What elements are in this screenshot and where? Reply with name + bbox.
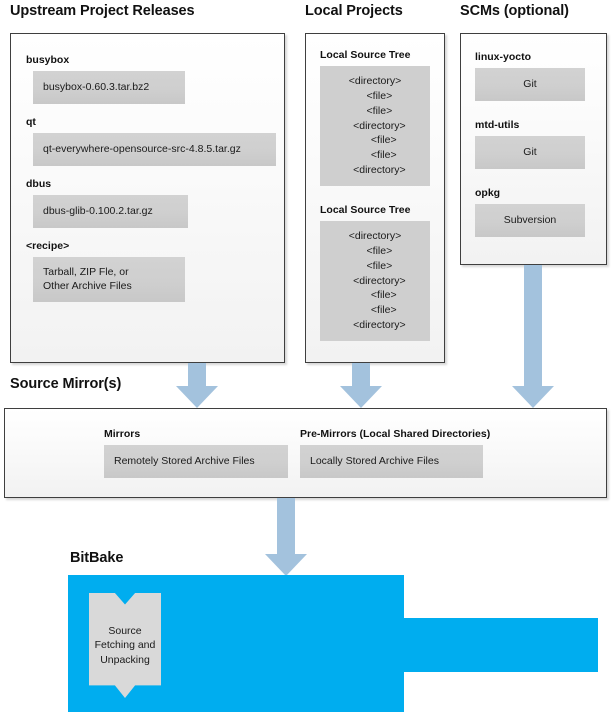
entry-value-busybox: busybox-0.60.3.tar.bz2 bbox=[33, 71, 185, 104]
tree-line: <file> bbox=[353, 134, 397, 147]
tree-line: <directory> bbox=[348, 74, 402, 87]
tree-line: <directory> bbox=[348, 229, 402, 242]
tree-line: <file> bbox=[353, 304, 397, 317]
section-title-source-mirrors: Source Mirror(s) bbox=[10, 376, 122, 392]
tree-line: <directory> bbox=[344, 119, 406, 132]
tree-line: <directory> bbox=[344, 274, 406, 287]
panel-source-mirrors: Mirrors Remotely Stored Archive Files Pr… bbox=[4, 408, 607, 498]
entry-label-dbus: dbus bbox=[26, 178, 52, 190]
arrow-scms-to-mirrors bbox=[512, 265, 554, 408]
panel-upstream-project-releases: busybox busybox-0.60.3.tar.bz2 qt qt-eve… bbox=[10, 33, 285, 363]
arrow-local-to-mirrors bbox=[340, 363, 382, 408]
section-title-bitbake: BitBake bbox=[70, 550, 124, 566]
entry-value-opkg: Subversion bbox=[475, 204, 585, 237]
task-source-fetching-and-unpacking: Source Fetching and Unpacking bbox=[89, 593, 161, 698]
panel-scms: linux-yocto Git mtd-utils Git opkg Subve… bbox=[460, 33, 607, 265]
entry-value-mirrors: Remotely Stored Archive Files bbox=[104, 445, 288, 478]
entry-label-busybox: busybox bbox=[26, 54, 70, 66]
tree-line: <directory> bbox=[344, 319, 406, 332]
entry-value-recipe: Tarball, ZIP Fle, or Other Archive Files bbox=[33, 257, 185, 302]
entry-tree-local-source-tree-1: <directory> <file> <file> <directory> <f… bbox=[320, 66, 430, 186]
tree-line: <file> bbox=[357, 89, 393, 102]
bitbake-block-extension bbox=[404, 618, 598, 672]
arrow-upstream-to-mirrors bbox=[176, 363, 218, 408]
column-title-upstream: Upstream Project Releases bbox=[10, 3, 195, 19]
entry-value-linux-yocto: Git bbox=[475, 68, 585, 101]
entry-label-local-source-tree-1: Local Source Tree bbox=[320, 49, 411, 61]
tree-line: <file> bbox=[357, 259, 393, 272]
tree-line: <file> bbox=[353, 149, 397, 162]
entry-label-mtd-utils: mtd-utils bbox=[475, 119, 520, 131]
tree-line: <file> bbox=[353, 289, 397, 302]
entry-value-dbus: dbus-glib-0.100.2.tar.gz bbox=[33, 195, 188, 228]
tree-line: <file> bbox=[357, 104, 393, 117]
entry-label-pre-mirrors: Pre-Mirrors (Local Shared Directories) bbox=[300, 428, 491, 440]
entry-label-linux-yocto: linux-yocto bbox=[475, 51, 532, 63]
tree-line: <directory> bbox=[344, 164, 406, 177]
column-title-scms: SCMs (optional) bbox=[460, 3, 569, 19]
entry-value-qt: qt-everywhere-opensource-src-4.8.5.tar.g… bbox=[33, 133, 276, 166]
panel-local-projects: Local Source Tree <directory> <file> <fi… bbox=[305, 33, 445, 363]
entry-value-mtd-utils: Git bbox=[475, 136, 585, 169]
entry-label-local-source-tree-2: Local Source Tree bbox=[320, 204, 411, 216]
tree-line: <file> bbox=[357, 244, 393, 257]
entry-label-qt: qt bbox=[26, 116, 36, 128]
entry-label-opkg: opkg bbox=[475, 187, 501, 199]
entry-value-pre-mirrors: Locally Stored Archive Files bbox=[300, 445, 483, 478]
entry-label-recipe: <recipe> bbox=[26, 240, 70, 252]
arrow-mirrors-to-bitbake bbox=[265, 498, 307, 576]
column-title-local-projects: Local Projects bbox=[305, 3, 403, 19]
entry-tree-local-source-tree-2: <directory> <file> <file> <directory> <f… bbox=[320, 221, 430, 341]
entry-label-mirrors: Mirrors bbox=[104, 428, 141, 440]
